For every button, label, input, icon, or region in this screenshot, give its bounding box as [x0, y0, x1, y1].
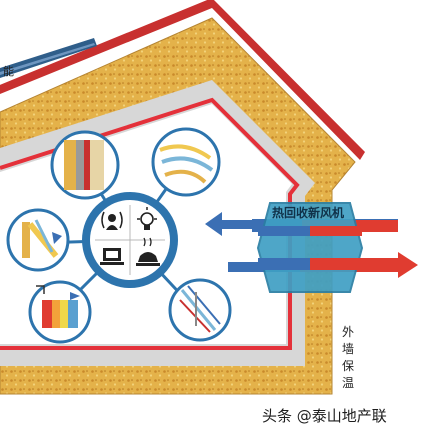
partial-label: 能	[3, 64, 14, 78]
ventilator-label: 热回收新风机	[272, 205, 344, 220]
solar-panel	[0, 38, 97, 78]
airtight-layer	[0, 97, 300, 350]
detail-wall-layers	[50, 130, 120, 200]
control-hub	[82, 192, 178, 288]
wall-insulation-char: 外	[342, 325, 354, 339]
wall-insulation-char: 保	[342, 359, 354, 373]
broadcast-person-icon	[101, 211, 123, 230]
thermal-bridge-detail-icon	[36, 285, 80, 328]
cooking-pot-icon	[136, 237, 160, 266]
wall-layer-detail-icon	[64, 140, 104, 190]
detail-airtight	[168, 278, 232, 342]
airtight-detail-icon	[179, 285, 221, 333]
detail-window-frame	[6, 208, 70, 272]
exhaust-arrow-icon	[398, 252, 418, 278]
wall-insulation-char: 温	[342, 376, 354, 390]
computer-icon	[100, 248, 124, 265]
roof	[0, 0, 365, 160]
wall-insulation-label: 外 墙 保 温	[342, 325, 354, 390]
detail-pipes	[151, 127, 221, 197]
heat-recovery-ventilator: 热回收新风机	[256, 202, 364, 293]
detail-thermal-bridge	[28, 280, 92, 344]
pipe-detail-icon	[159, 144, 214, 184]
watermark: 头条 @泰山地产联	[262, 407, 387, 425]
window-frame-detail-icon	[22, 219, 62, 258]
wall-insulation-char: 墙	[342, 342, 354, 356]
lightbulb-icon	[137, 207, 157, 230]
supply-arrow-inner	[205, 212, 222, 236]
roof-edge	[0, 0, 365, 160]
